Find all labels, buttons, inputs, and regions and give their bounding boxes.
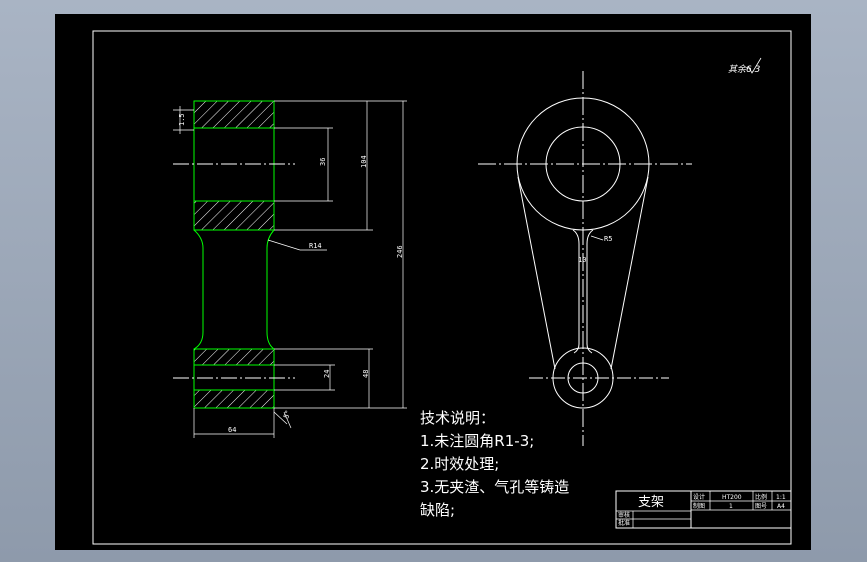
- tech-note-item: 缺陷;: [420, 501, 456, 519]
- roughness-note: 其余6.3: [728, 64, 761, 75]
- drawing-canvas: 1.5 36 104 R14 246 24 48 64 5° R5 10 其余6…: [92, 30, 792, 545]
- section-view: [173, 100, 407, 438]
- tech-notes-heading: 技术说明：: [420, 409, 496, 427]
- scale-value: 1:1: [776, 494, 786, 501]
- designer-label: 设计: [693, 493, 705, 501]
- dim-height-top: 104: [360, 155, 368, 168]
- bottom-hatch-upper: [193, 348, 275, 366]
- tech-note-item: 2.时效处理;: [420, 455, 500, 473]
- drafter-label: 制图: [693, 502, 705, 510]
- quantity-value: 1: [729, 503, 733, 510]
- scale-label: 比例: [755, 493, 767, 501]
- approve-label: 批准: [618, 519, 630, 527]
- dim-overall-length: 246: [396, 245, 404, 258]
- sheet-label: 图号: [755, 503, 767, 510]
- dim-height-bottom: 48: [362, 370, 370, 378]
- roughness-symbol-icon: [747, 57, 762, 74]
- front-view: [478, 71, 692, 446]
- technical-notes: 技术说明： 1.未注圆角R1-3; 2.时效处理; 3.无夹渣、气孔等铸造 缺陷…: [420, 407, 569, 522]
- checker-label: 审核: [618, 511, 630, 519]
- top-hatch-upper: [193, 100, 275, 129]
- dim-bore-top: 36: [319, 158, 327, 166]
- dim-chamfer: 1.5: [178, 113, 186, 126]
- part-name: 支架: [638, 495, 664, 510]
- dim-width-bottom: 64: [228, 426, 236, 434]
- drawing-frame: [92, 30, 792, 545]
- sheet-value: A4: [777, 503, 785, 510]
- dim-rib-radius: R5: [604, 235, 612, 243]
- dim-fillet-r14: R14: [309, 242, 322, 250]
- tech-note-item: 1.未注圆角R1-3;: [420, 432, 535, 450]
- cad-viewport[interactable]: 1.5 36 104 R14 246 24 48 64 5° R5 10 其余6…: [55, 14, 811, 550]
- bottom-hatch-lower: [193, 389, 275, 409]
- dim-bore-bottom: 24: [323, 370, 331, 378]
- tech-note-item: 3.无夹渣、气孔等铸造: [420, 478, 570, 496]
- material-value: HT200: [722, 494, 742, 501]
- top-hatch-lower: [193, 200, 275, 231]
- dim-angle: 5°: [282, 409, 292, 420]
- title-block: [615, 490, 792, 529]
- dim-rib-width: 10: [578, 256, 586, 264]
